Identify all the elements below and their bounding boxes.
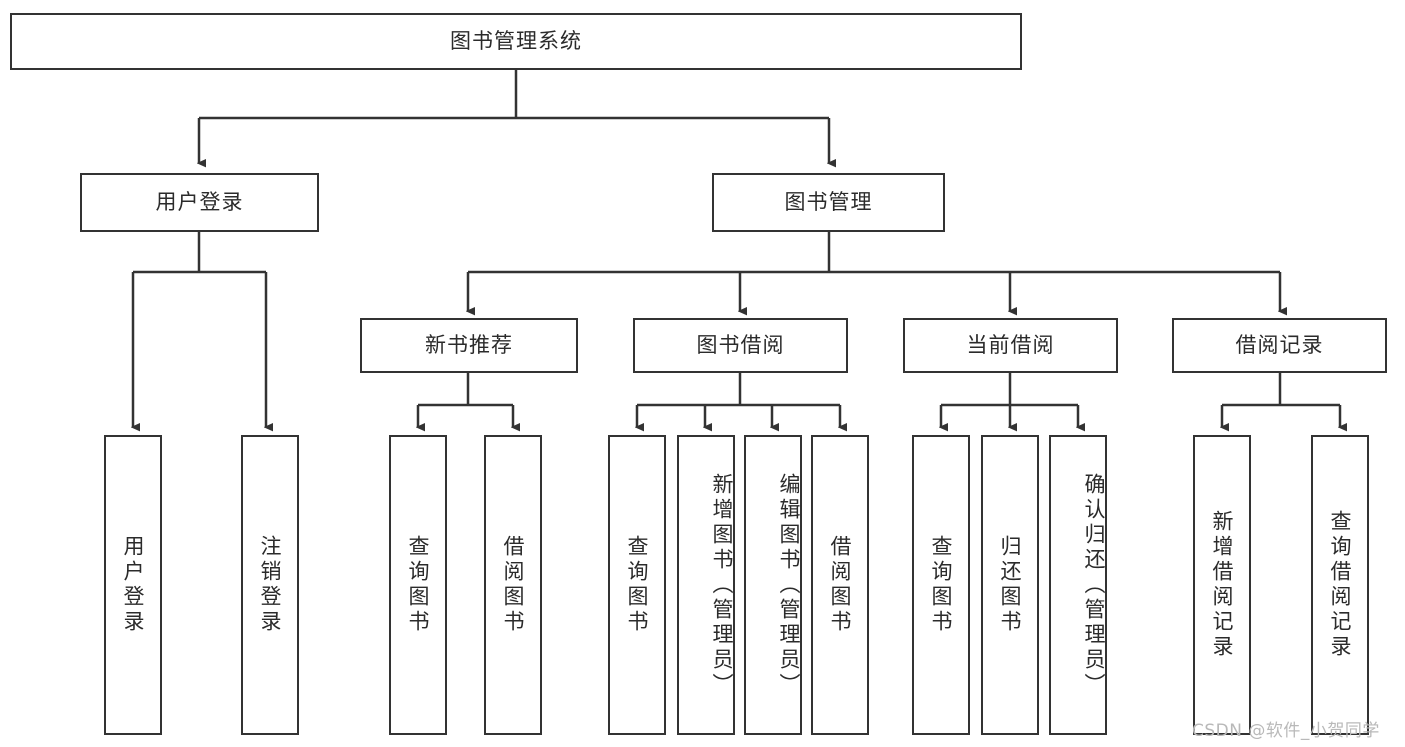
- node-leaf-confirm-return-label: 确认归还（管理员）: [1082, 472, 1106, 698]
- node-leaf-logout-label: 注销登录: [258, 535, 283, 635]
- node-leaf-logout[interactable]: 注销登录: [241, 435, 299, 735]
- node-leaf-query-book-3[interactable]: 查询图书: [912, 435, 970, 735]
- node-borrow-record-label: 借阅记录: [1235, 332, 1324, 357]
- node-book-management[interactable]: 图书管理: [712, 173, 945, 232]
- node-leaf-return-book-label: 归还图书: [998, 535, 1023, 635]
- node-book-borrow-label: 图书借阅: [696, 332, 785, 357]
- node-leaf-confirm-return[interactable]: 确认归还（管理员）: [1049, 435, 1107, 735]
- node-leaf-borrow-book-1-label: 借阅图书: [501, 535, 526, 635]
- node-leaf-return-book[interactable]: 归还图书: [981, 435, 1039, 735]
- node-new-book-recommend[interactable]: 新书推荐: [360, 318, 578, 373]
- node-user-login-label: 用户登录: [155, 189, 244, 214]
- node-leaf-borrow-book-2[interactable]: 借阅图书: [811, 435, 869, 735]
- node-book-management-label: 图书管理: [784, 189, 873, 214]
- node-leaf-user-login-label: 用户登录: [121, 535, 146, 635]
- node-current-borrow[interactable]: 当前借阅: [903, 318, 1118, 373]
- node-user-login[interactable]: 用户登录: [80, 173, 319, 232]
- node-root-label: 图书管理系统: [450, 28, 582, 53]
- csdn-watermark: CSDN @软件_小贺同学: [1192, 721, 1380, 741]
- node-leaf-query-book-3-label: 查询图书: [929, 535, 954, 635]
- node-leaf-query-book-2-label: 查询图书: [625, 535, 650, 635]
- node-leaf-edit-book[interactable]: 编辑图书（管理员）: [744, 435, 802, 735]
- node-root[interactable]: 图书管理系统: [10, 13, 1022, 70]
- node-leaf-borrow-book-1[interactable]: 借阅图书: [484, 435, 542, 735]
- node-leaf-add-book-label: 新增图书（管理员）: [710, 472, 734, 698]
- node-new-book-recommend-label: 新书推荐: [425, 332, 513, 357]
- node-leaf-query-book-1[interactable]: 查询图书: [389, 435, 447, 735]
- node-leaf-query-record-label: 查询借阅记录: [1328, 510, 1353, 660]
- node-leaf-edit-book-label: 编辑图书（管理员）: [777, 472, 801, 698]
- node-borrow-record[interactable]: 借阅记录: [1172, 318, 1387, 373]
- node-leaf-add-book[interactable]: 新增图书（管理员）: [677, 435, 735, 735]
- node-leaf-borrow-book-2-label: 借阅图书: [828, 535, 853, 635]
- node-leaf-query-book-1-label: 查询图书: [406, 535, 431, 635]
- node-leaf-query-record[interactable]: 查询借阅记录: [1311, 435, 1369, 735]
- node-leaf-add-record[interactable]: 新增借阅记录: [1193, 435, 1251, 735]
- node-leaf-user-login[interactable]: 用户登录: [104, 435, 162, 735]
- node-leaf-query-book-2[interactable]: 查询图书: [608, 435, 666, 735]
- node-book-borrow[interactable]: 图书借阅: [633, 318, 848, 373]
- node-current-borrow-label: 当前借阅: [966, 332, 1055, 357]
- node-leaf-add-record-label: 新增借阅记录: [1210, 510, 1235, 660]
